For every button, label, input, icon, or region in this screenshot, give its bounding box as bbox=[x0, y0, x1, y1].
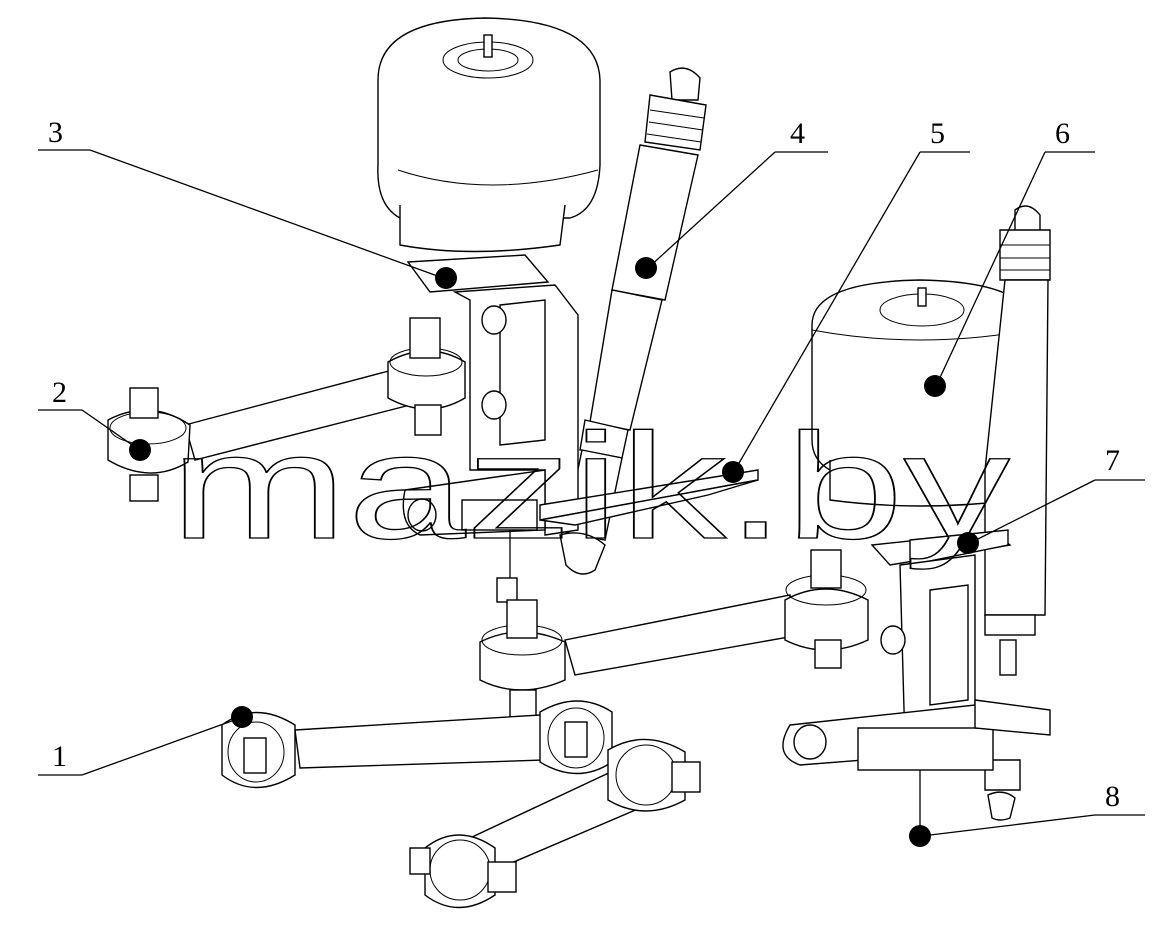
air-spring-right bbox=[811, 279, 1031, 507]
shock-absorber-left bbox=[559, 67, 707, 575]
callout-5: 5 bbox=[722, 117, 970, 483]
callout-7: 7 bbox=[957, 444, 1145, 554]
callout-number-8: 8 bbox=[1105, 780, 1120, 813]
callout-number-3: 3 bbox=[48, 116, 63, 149]
callout-number-1: 1 bbox=[52, 740, 67, 773]
callout-number-7: 7 bbox=[1105, 444, 1120, 477]
lower-arm-assembly bbox=[221, 549, 869, 909]
watermark: mazik.by bbox=[170, 402, 1010, 570]
callout-4: 4 bbox=[635, 117, 828, 279]
callout-2: 2 bbox=[38, 376, 151, 461]
callout-8: 8 bbox=[909, 780, 1145, 847]
callout-number-4: 4 bbox=[790, 117, 805, 150]
air-spring-left bbox=[377, 17, 601, 253]
callout-3: 3 bbox=[38, 116, 457, 289]
callout-number-5: 5 bbox=[930, 117, 945, 150]
callout-1: 1 bbox=[38, 706, 253, 776]
stabilizer-link bbox=[539, 469, 759, 526]
bracket-left bbox=[402, 254, 579, 603]
callout-6: 6 bbox=[924, 117, 1095, 397]
reaction-rod-upper-left bbox=[107, 317, 466, 502]
callout-number-2: 2 bbox=[52, 376, 67, 409]
callout-number-6: 6 bbox=[1055, 117, 1070, 150]
